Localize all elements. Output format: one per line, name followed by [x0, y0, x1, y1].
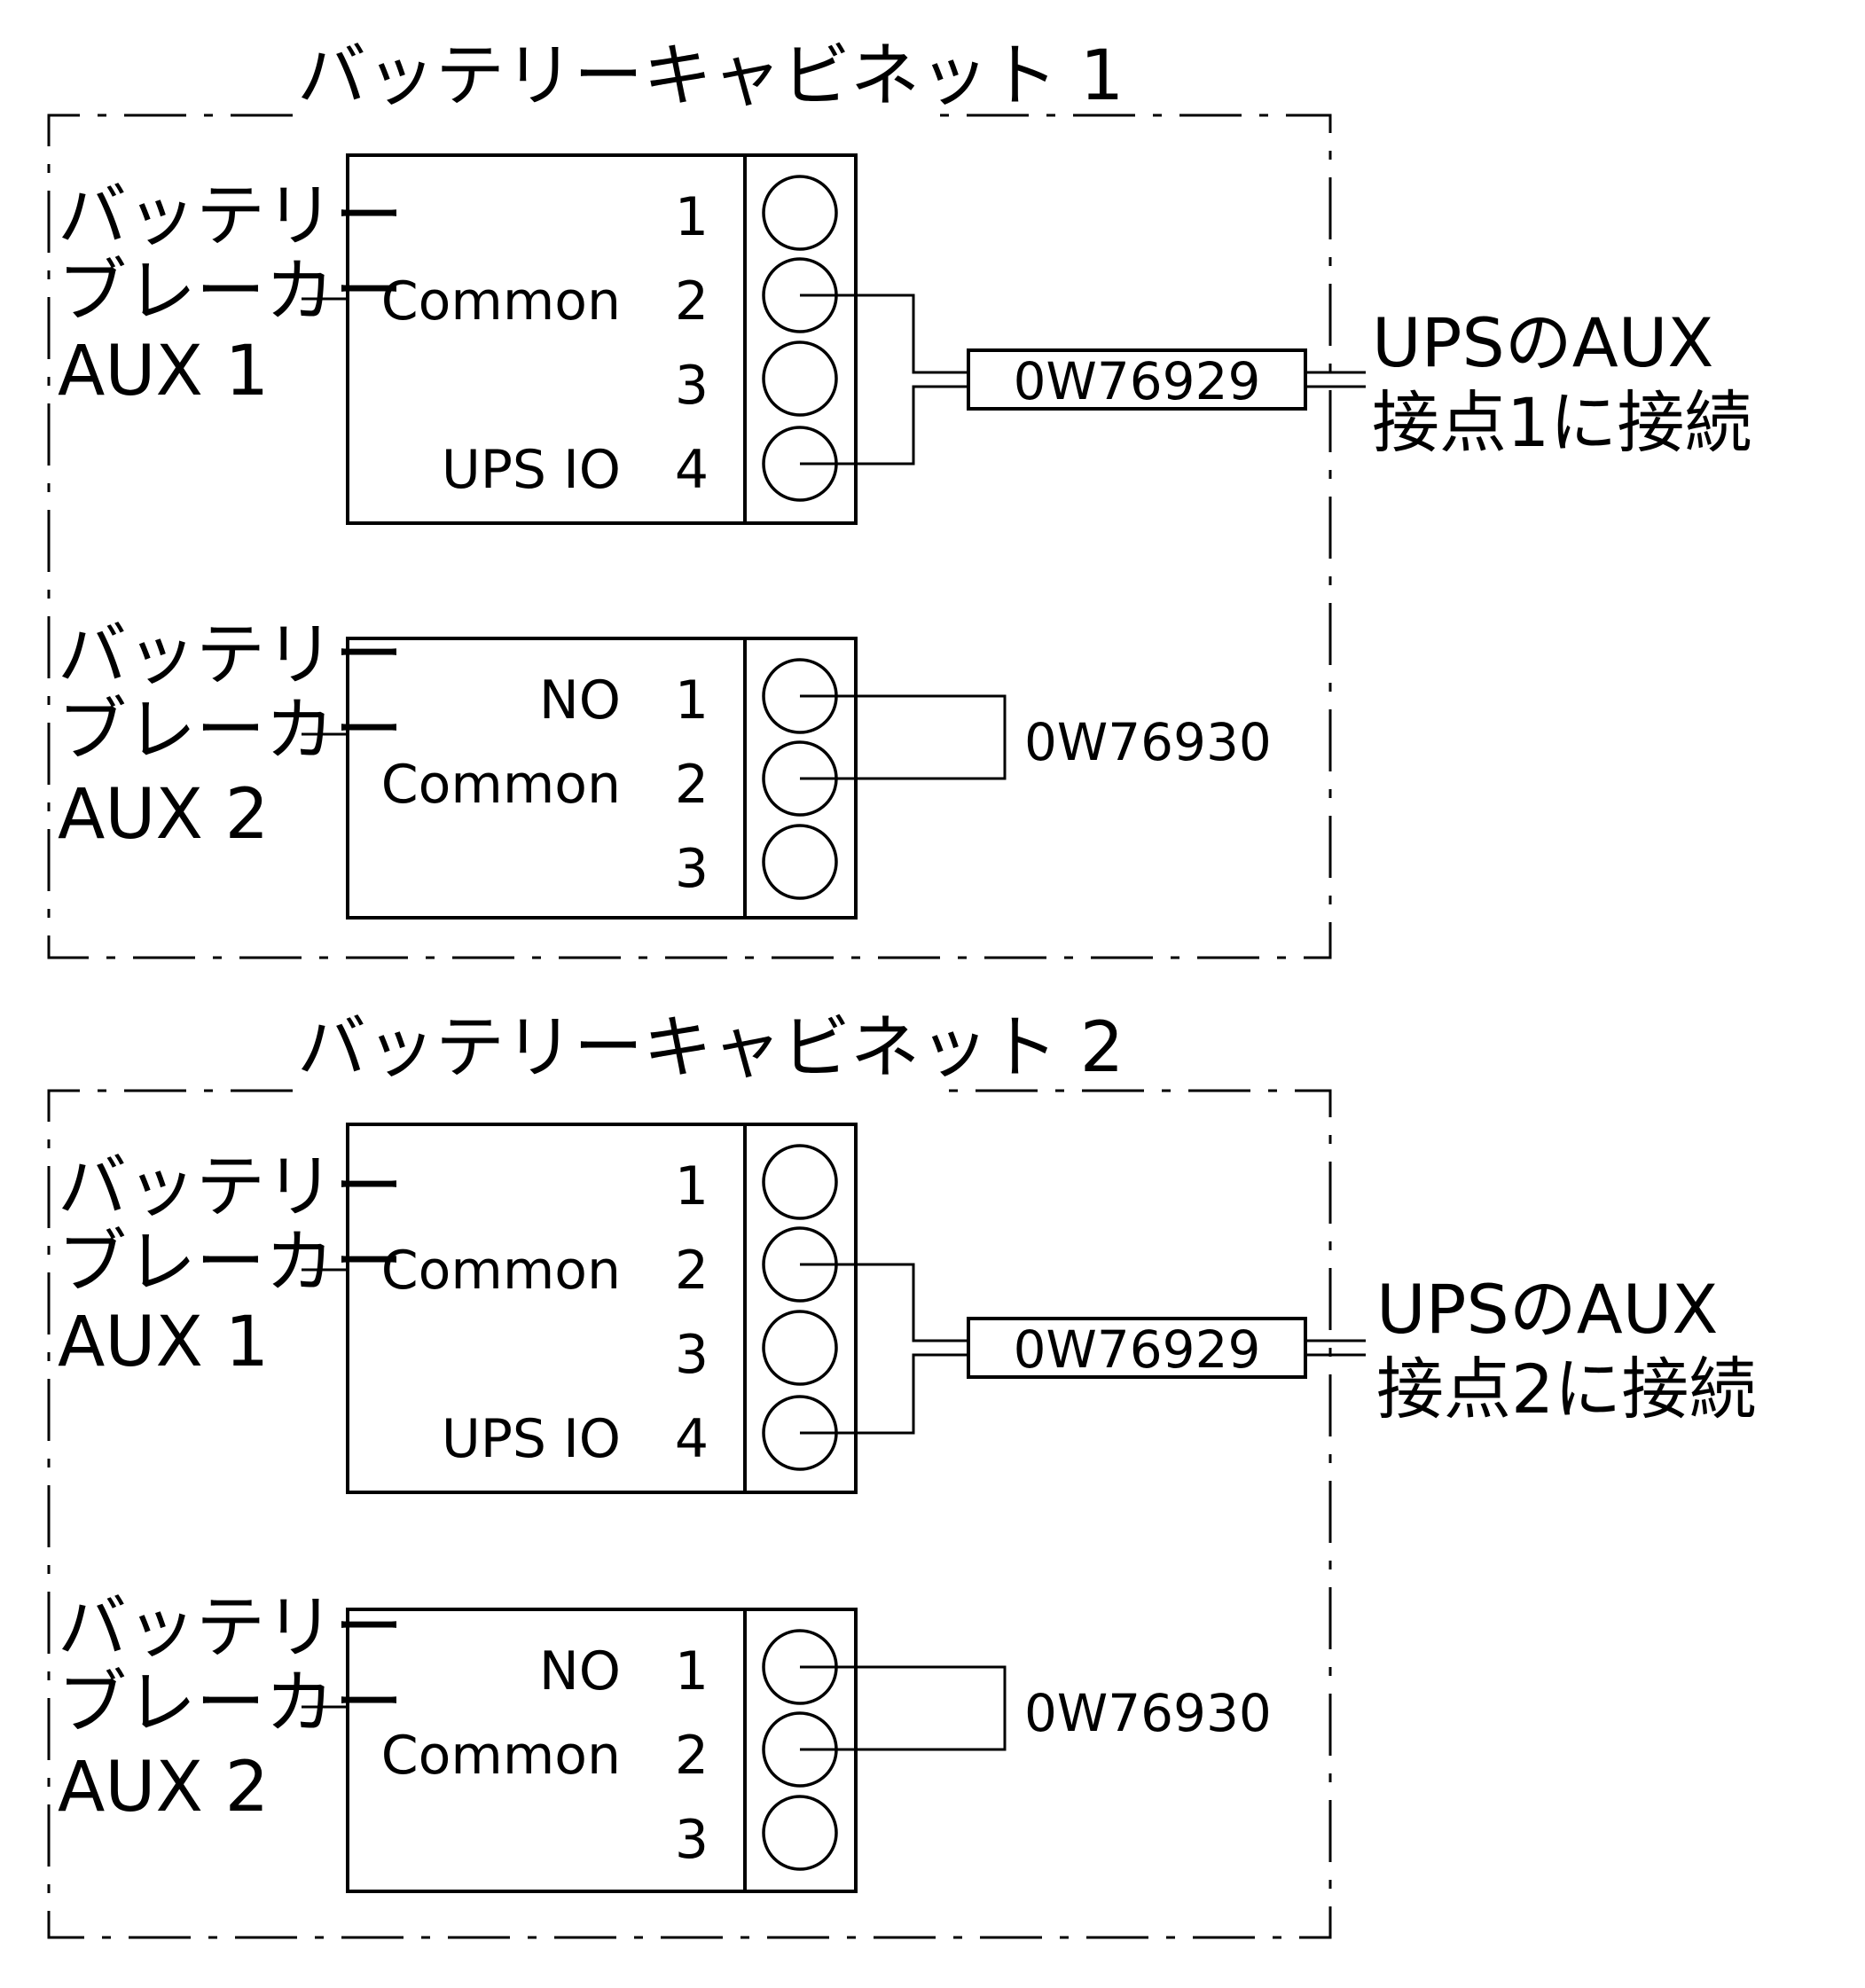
aux1-label-line3: AUX 1 — [58, 1303, 269, 1382]
aux1-pin-number-4: 4 — [675, 439, 709, 501]
aux1-pin-number-2: 2 — [675, 270, 709, 333]
cabinet-2-title: バッテリーキャビネット 2 — [297, 1008, 1124, 1088]
aux1-pin-number-2: 2 — [675, 1240, 709, 1302]
aux1-terminal-3 — [762, 340, 838, 417]
aux1-terminal-strip — [743, 153, 858, 525]
aux1-pin-number-4: 4 — [675, 1408, 709, 1470]
aux1-wire-upsio — [800, 385, 968, 466]
aux2-terminal-3 — [762, 824, 838, 900]
aux2-pin-label-1: NO — [539, 669, 621, 732]
cabinet-2: バッテリーキャビネット 2 バッテリー ブレーカー AUX 1 Common U… — [47, 1008, 1756, 1939]
aux1-external-line2: 接点2に接続 — [1376, 1350, 1756, 1428]
aux1-cable-box — [967, 1317, 1307, 1379]
aux2-pin-number-1: 1 — [675, 669, 709, 732]
aux2-label-line3: AUX 2 — [58, 775, 269, 855]
aux1-wire-upsio — [800, 1353, 968, 1435]
aux1-cable-id: 0W76929 — [1014, 351, 1261, 411]
aux1-pin-number-1: 1 — [675, 1155, 709, 1217]
aux1-pin-number-3: 3 — [675, 355, 709, 417]
aux2-label-line3: AUX 2 — [58, 1748, 269, 1828]
aux1-cable-box — [967, 348, 1307, 411]
aux2-pin-number-3: 3 — [675, 1809, 709, 1871]
aux1-pin-label-2: Common — [381, 270, 621, 333]
aux1-label-line1: バッテリー — [58, 1147, 404, 1227]
aux1-wire-common — [800, 1263, 968, 1342]
aux2-label-line2: ブレーカー — [58, 1663, 404, 1743]
aux1-external-line2: 接点1に接続 — [1372, 383, 1751, 462]
aux1-terminal-1 — [762, 175, 838, 251]
cabinet-1-aux1-block: バッテリー ブレーカー AUX 1 Common UPS IO 1 2 3 4 … — [58, 153, 1751, 525]
aux2-pin-label-2: Common — [381, 1725, 621, 1787]
aux1-label-line2: ブレーカー — [58, 1223, 404, 1303]
aux2-label-line1: バッテリー — [58, 1588, 404, 1668]
aux2-terminal-3 — [762, 1795, 838, 1871]
cabinet-2-enclosure — [47, 1089, 1332, 1939]
aux1-wire-common — [800, 294, 968, 374]
aux2-label-line1: バッテリー — [58, 615, 404, 695]
cabinet-2-aux1-block: バッテリー ブレーカー AUX 1 Common UPS IO 1 2 3 4 … — [58, 1123, 1756, 1494]
cabinet-1-title: バッテリーキャビネット 1 — [297, 36, 1124, 116]
aux1-external-line1: UPSのAUX — [1372, 303, 1713, 382]
aux2-jumper-wire — [800, 694, 1007, 780]
aux1-label-line1: バッテリー — [58, 176, 404, 256]
aux2-pin-number-2: 2 — [675, 754, 709, 816]
aux2-cable-id: 0W76930 — [1024, 1683, 1272, 1743]
aux2-pin-number-3: 3 — [675, 838, 709, 900]
aux1-label-line2: ブレーカー — [58, 252, 404, 332]
aux1-pin-number-1: 1 — [675, 186, 709, 248]
aux1-pin-label-4: UPS IO — [442, 439, 621, 501]
aux1-pin-label-4: UPS IO — [442, 1408, 621, 1470]
cabinet-2-aux2-block: バッテリー ブレーカー AUX 2 NO Common 1 2 3 0W7693… — [58, 1588, 1272, 1893]
cabinet-1: バッテリーキャビネット 1 バッテリー ブレーカー AUX 1 Common U… — [47, 36, 1751, 959]
aux1-label-line3: AUX 1 — [58, 332, 269, 411]
aux2-pin-number-1: 1 — [675, 1640, 709, 1702]
aux1-terminal-strip — [743, 1123, 858, 1494]
aux2-jumper-wire — [800, 1665, 1007, 1751]
aux1-terminal-1 — [762, 1144, 838, 1220]
aux2-pin-label-2: Common — [381, 754, 621, 816]
cabinet-1-aux2-block: バッテリー ブレーカー AUX 2 NO Common 1 2 3 0W7693… — [58, 615, 1272, 920]
aux1-cable-id: 0W76929 — [1014, 1319, 1261, 1380]
cabinet-1-enclosure — [47, 113, 1332, 959]
aux2-label-line2: ブレーカー — [58, 691, 404, 771]
aux2-pin-label-1: NO — [539, 1640, 621, 1702]
aux2-cable-id: 0W76930 — [1024, 712, 1272, 772]
aux1-pin-number-3: 3 — [675, 1324, 709, 1386]
aux1-terminal-3 — [762, 1310, 838, 1386]
aux2-pin-number-2: 2 — [675, 1725, 709, 1787]
aux1-external-line1: UPSのAUX — [1376, 1270, 1718, 1349]
aux1-pin-label-2: Common — [381, 1240, 621, 1302]
